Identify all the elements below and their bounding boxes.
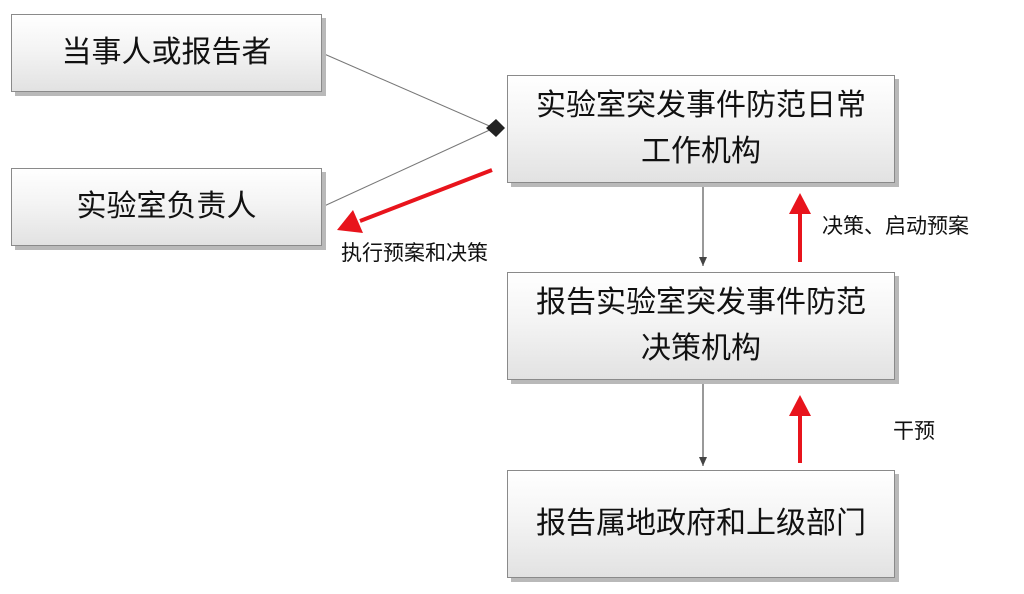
- node-reporter-label: 当事人或报告者: [61, 35, 272, 70]
- node-reporter: 当事人或报告者: [11, 14, 322, 92]
- node-lab-head: 实验室负责人: [11, 168, 322, 246]
- node-work-agency-text: 实验室突发事件防范日常 工作机构: [536, 83, 866, 175]
- red-arrow-execute: [337, 168, 493, 233]
- converge-arrowhead: [486, 119, 505, 137]
- label-intervene: 干预: [893, 419, 935, 443]
- red-arrow-intervene: [789, 395, 811, 463]
- label-execute-plan: 执行预案和决策: [341, 241, 488, 265]
- node-government: 报告属地政府和上级部门: [507, 470, 895, 578]
- node-decision-agency: 报告实验室突发事件防范 决策机构: [507, 272, 895, 380]
- node-work-agency: 实验室突发事件防范日常 工作机构: [507, 75, 895, 183]
- node-decision-agency-line2: 决策机构: [641, 331, 761, 366]
- node-decision-agency-text: 报告实验室突发事件防范 决策机构: [536, 280, 866, 372]
- node-decision-agency-line1: 报告实验室突发事件防范: [536, 285, 866, 320]
- node-government-label: 报告属地政府和上级部门: [536, 506, 866, 541]
- connector-lab-head-to-work-agency: [321, 127, 495, 208]
- label-decide-launch: 决策、启动预案: [822, 214, 969, 238]
- node-lab-head-label: 实验室负责人: [76, 189, 257, 224]
- connector-reporter-to-work-agency: [321, 52, 495, 129]
- red-arrow-decide: [789, 193, 811, 262]
- node-work-agency-line2: 工作机构: [641, 134, 761, 169]
- node-work-agency-line1: 实验室突发事件防范日常: [536, 88, 866, 123]
